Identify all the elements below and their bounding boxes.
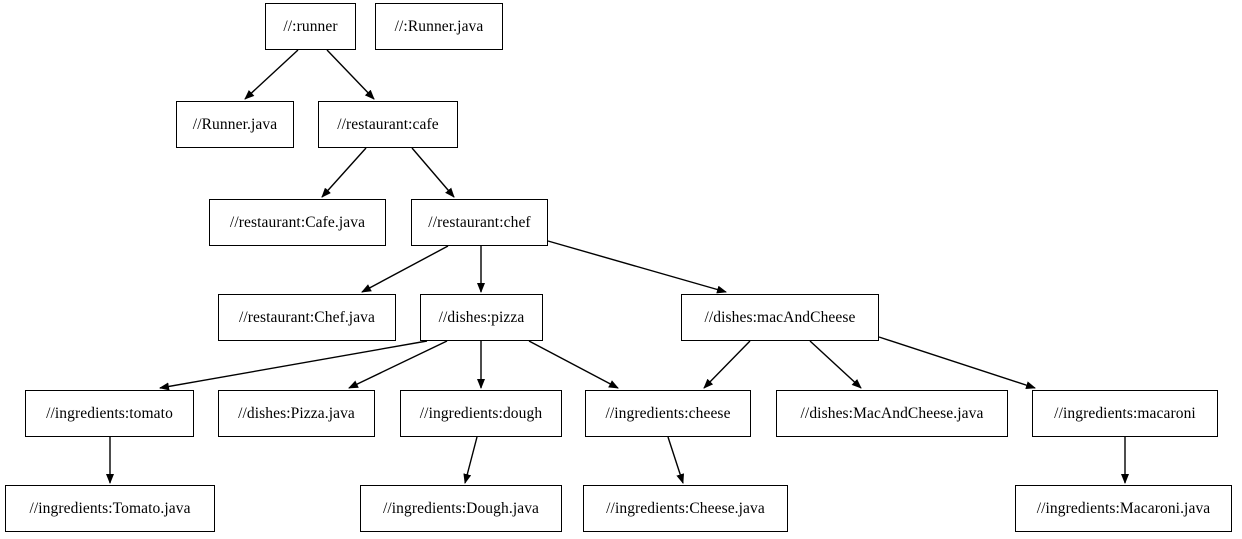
- graph-node-label: //ingredients:Macaroni.java: [1036, 499, 1211, 517]
- graph-edge-runner-to-restaurant_cafe: [326, 49, 375, 100]
- graph-node-runner_java_root[interactable]: //:Runner.java: [375, 3, 503, 50]
- graph-edge-dishes_mac-to-ing_cheese: [703, 340, 751, 389]
- graph-node-label: //ingredients:Dough.java: [382, 499, 540, 517]
- graph-node-cheese_java[interactable]: //ingredients:Cheese.java: [583, 485, 788, 532]
- graph-node-label: //ingredients:macaroni: [1054, 404, 1196, 422]
- graph-node-runner[interactable]: //:runner: [265, 3, 356, 50]
- graph-node-label: //ingredients:Tomato.java: [29, 499, 191, 517]
- graph-edge-restaurant_cafe-to-restaurant_chef: [411, 147, 455, 198]
- graph-node-label: //ingredients:dough: [419, 404, 543, 422]
- graph-node-label: //dishes:pizza: [438, 308, 525, 326]
- graph-edge-runner-to-runner_java: [244, 49, 299, 100]
- graph-node-ing_cheese[interactable]: //ingredients:cheese: [585, 390, 751, 437]
- graph-node-macaroni_java[interactable]: //ingredients:Macaroni.java: [1015, 485, 1232, 532]
- graph-node-restaurant_chef[interactable]: //restaurant:chef: [411, 199, 548, 246]
- graph-edge-ing_dough-to-dough_java: [463, 436, 478, 484]
- graph-node-label: //ingredients:cheese: [605, 404, 731, 422]
- graph-node-label: //restaurant:chef: [428, 213, 531, 231]
- graph-node-runner_java[interactable]: //Runner.java: [176, 101, 294, 148]
- graph-edge-dishes_pizza-to-pizza_java: [348, 340, 448, 389]
- graph-edge-dishes_mac-to-ing_macaroni: [878, 336, 1036, 390]
- graph-node-label: //ingredients:tomato: [46, 404, 173, 422]
- graph-node-chef_java[interactable]: //restaurant:Chef.java: [218, 294, 396, 341]
- graph-node-label: //:Runner.java: [394, 17, 484, 35]
- graph-node-dishes_mac[interactable]: //dishes:macAndCheese: [681, 294, 879, 341]
- graph-node-ing_dough[interactable]: //ingredients:dough: [400, 390, 562, 437]
- graph-node-label: //ingredients:Cheese.java: [606, 499, 765, 517]
- graph-node-label: //dishes:macAndCheese: [704, 308, 856, 326]
- graph-edge-restaurant_cafe-to-cafe_java: [321, 147, 367, 198]
- graph-edge-dishes_pizza-to-ing_cheese: [528, 340, 619, 389]
- graph-node-label: //restaurant:Chef.java: [238, 308, 376, 326]
- graph-node-label: //dishes:Pizza.java: [238, 404, 355, 422]
- graph-node-dishes_pizza[interactable]: //dishes:pizza: [420, 294, 543, 341]
- graph-node-pizza_java[interactable]: //dishes:Pizza.java: [218, 390, 375, 437]
- graph-node-restaurant_cafe[interactable]: //restaurant:cafe: [318, 101, 458, 148]
- graph-node-tomato_java[interactable]: //ingredients:Tomato.java: [5, 485, 215, 532]
- graph-node-cafe_java[interactable]: //restaurant:Cafe.java: [209, 199, 386, 246]
- graph-edge-restaurant_chef-to-dishes_mac: [547, 240, 727, 294]
- graph-node-dough_java[interactable]: //ingredients:Dough.java: [360, 485, 562, 532]
- graph-edge-restaurant_chef-to-chef_java: [361, 245, 449, 293]
- graph-node-ing_macaroni[interactable]: //ingredients:macaroni: [1032, 390, 1218, 437]
- graph-node-label: //Runner.java: [192, 115, 278, 133]
- graph-node-label: //:runner: [283, 17, 338, 35]
- graph-edge-ing_cheese-to-cheese_java: [667, 436, 685, 484]
- graph-node-label: //restaurant:Cafe.java: [229, 213, 366, 231]
- graph-node-label: //dishes:MacAndCheese.java: [800, 404, 984, 422]
- graph-node-ing_tomato[interactable]: //ingredients:tomato: [25, 390, 194, 437]
- graph-edge-dishes_pizza-to-ing_tomato: [159, 340, 428, 391]
- graph-node-label: //restaurant:cafe: [337, 115, 439, 133]
- graph-node-mac_java[interactable]: //dishes:MacAndCheese.java: [776, 390, 1008, 437]
- graph-edge-dishes_mac-to-mac_java: [809, 340, 862, 389]
